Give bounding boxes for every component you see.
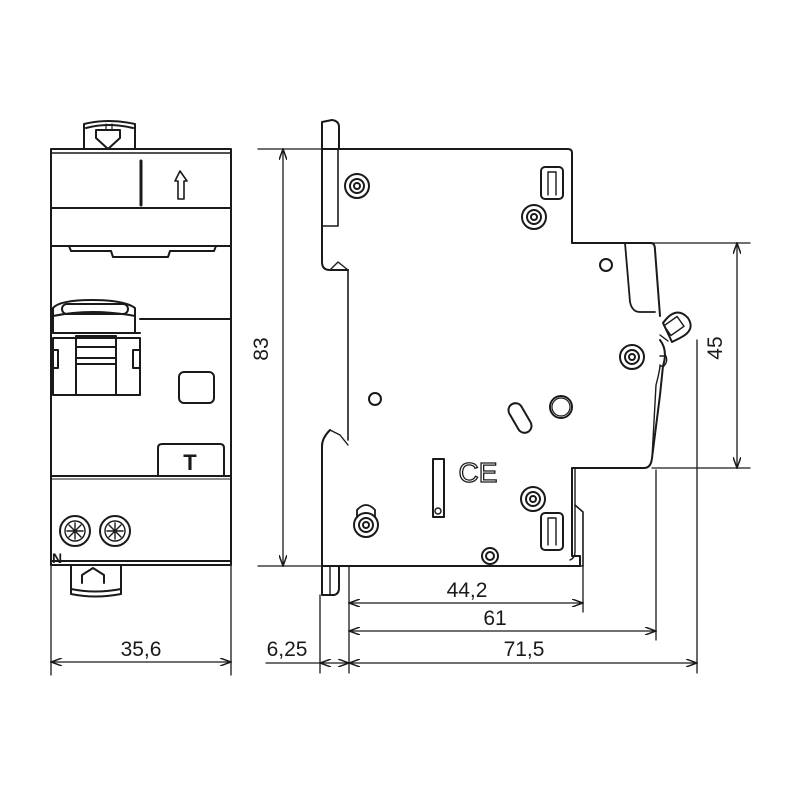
- rivet: [344, 173, 370, 199]
- dim-depth-total-label: 71,5: [504, 638, 545, 661]
- rivet: [481, 547, 499, 565]
- ce-mark: CE: [459, 457, 498, 488]
- rivet: [619, 344, 645, 370]
- top-din-clip: [83, 120, 136, 150]
- rivet: [520, 486, 546, 512]
- side-view: [257, 119, 751, 674]
- dim-width-label: 35,6: [121, 638, 162, 661]
- dim-front-height-label: 45: [704, 336, 727, 359]
- slot: [540, 512, 564, 551]
- test-button-label: T: [183, 450, 197, 475]
- neutral-label: N: [52, 550, 62, 566]
- test-button: [157, 443, 225, 476]
- status-window: [178, 371, 215, 404]
- toggle-lever: [50, 299, 232, 396]
- rivet: [353, 504, 379, 538]
- slot: [540, 166, 564, 200]
- terminal-screw: [99, 515, 131, 547]
- dim-depth-1-label: 44,2: [447, 579, 488, 602]
- side-body: [321, 148, 666, 567]
- front-view: T N: [50, 120, 232, 676]
- dim-height-label: 83: [250, 337, 273, 360]
- rivet: [521, 204, 547, 230]
- arrow-up-icon: [174, 170, 188, 200]
- terminal-screw: [59, 515, 91, 547]
- dim-rail-offset-label: 6,25: [267, 638, 308, 661]
- terminal-screw-side: [659, 311, 692, 343]
- dim-depth-2-label: 61: [483, 607, 506, 630]
- bottom-din-clip: [70, 564, 122, 598]
